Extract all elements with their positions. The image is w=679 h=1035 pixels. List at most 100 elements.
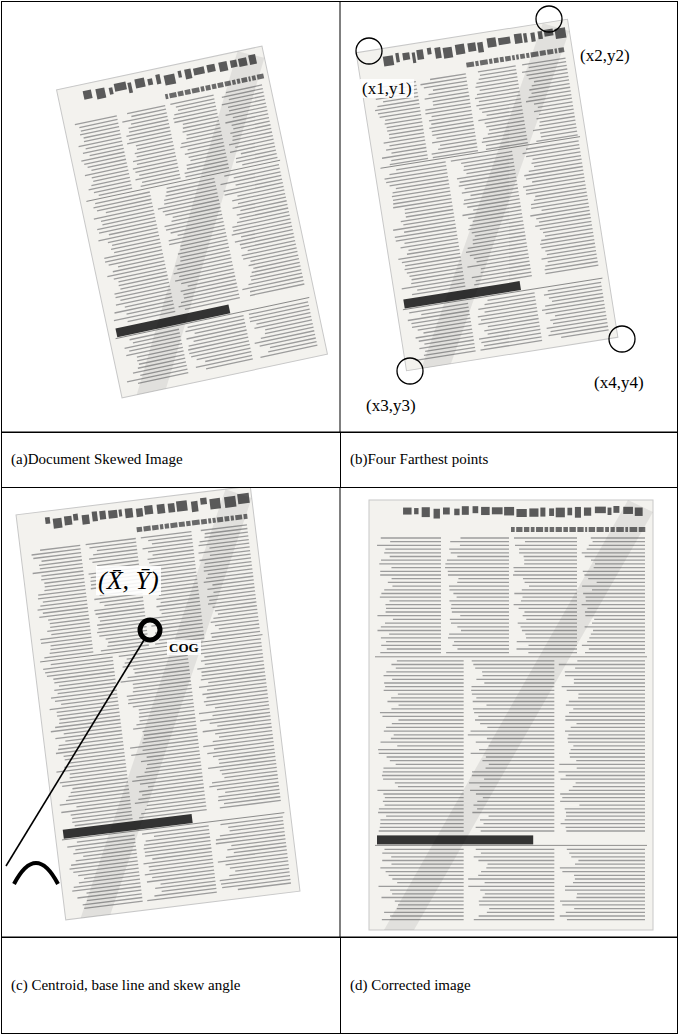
text-line [449,589,509,590]
text-line [50,701,119,709]
text-line [72,782,128,789]
text-line [220,872,290,881]
text-line [64,749,124,756]
caption-cell: (d) Corrected image [340,937,678,1034]
text-line [390,541,441,542]
scan-shadow [71,46,327,395]
text-line [380,597,441,598]
headline-mark [184,68,192,79]
caption-text: (a)Document Skewed Image [11,450,183,470]
section-rule [62,813,284,840]
headline-mark [206,64,216,73]
text-line [379,753,464,754]
text-line [382,151,427,158]
text-line [450,619,509,620]
text-line [449,634,509,635]
text-line [460,537,509,538]
text-line [475,92,520,99]
text-line [197,661,263,669]
text-line [534,159,581,167]
text-line [54,675,115,682]
subheadline-mark [201,519,207,525]
text-line [385,804,464,805]
text-line [542,251,597,260]
text-line [484,823,555,824]
text-line [396,764,464,765]
text-line [457,626,509,627]
text-line [386,608,441,609]
text-line [64,760,125,768]
subheadline-mark [489,59,493,64]
text-line [162,885,216,892]
text-line [575,668,645,669]
text-line [236,154,277,163]
text-line [381,537,441,538]
text-line [589,648,645,649]
text-line [227,843,286,850]
text-line [202,668,265,676]
text-line [545,243,595,251]
text-line [391,738,464,739]
headline-mark [434,509,440,519]
text-line [383,793,463,794]
page-sheet [16,486,300,920]
headline-mark [200,498,207,505]
text-line [385,604,441,605]
point-label: (x1,y1) [360,79,414,98]
text-line [445,567,509,568]
text-line [217,720,271,727]
text-line [479,904,554,905]
text-line [569,852,645,853]
text-line [474,276,532,285]
text-line [479,915,555,916]
text-line [565,889,645,890]
text-line [58,686,117,693]
text-line [486,867,554,868]
cog-label: COG [167,640,201,655]
text-line [204,650,262,657]
headline-mark [412,52,417,63]
text-line [432,147,478,154]
text-line [147,892,217,901]
section-rule [375,656,647,657]
text-line [389,634,441,635]
base-line [6,640,144,866]
text-line [213,734,273,741]
text-line [575,878,645,879]
headline-mark [549,508,554,516]
subheadline-mark [597,527,604,532]
headline-mark [95,87,106,99]
text-line [481,261,530,269]
subheadline-mark [569,527,575,532]
text-line [69,756,125,763]
subheadline-mark [563,527,568,532]
text-line [460,615,509,616]
text-line [53,672,114,680]
text-line [392,723,464,724]
text-line [208,676,265,683]
subheadline-mark [169,92,177,98]
text-line [206,698,268,706]
text-line [513,567,577,568]
label-holder: (x4,y4) [592,373,646,393]
text-line [137,142,173,150]
text-line [477,88,519,95]
text-line [59,738,123,746]
text-line [183,121,219,129]
text-line [476,272,532,281]
text-line [141,806,206,814]
text-line [144,855,213,863]
headline-mark [455,44,466,55]
text-line [250,284,304,296]
text-line [526,141,579,149]
text-line [397,745,463,746]
text-line [139,167,178,175]
text-line [145,802,206,809]
newspaper-page [57,46,328,398]
text-line [562,871,645,872]
text-line [90,148,124,155]
text-line [234,846,287,852]
text-line [203,723,272,731]
caption-cell: (b)Four Farthest points [340,432,678,488]
